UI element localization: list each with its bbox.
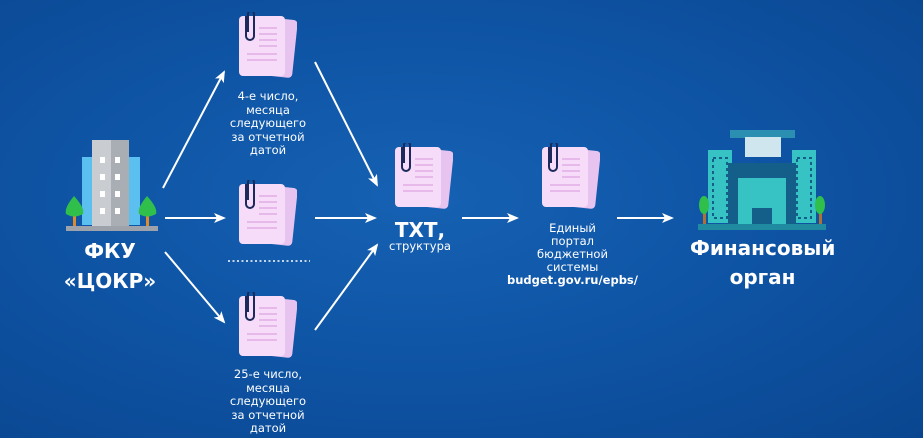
label-line: Единый bbox=[549, 221, 596, 235]
target-label-line2: орган bbox=[729, 265, 796, 289]
report-bottom-document-icon bbox=[238, 292, 297, 360]
label-line: датой bbox=[249, 421, 287, 435]
flow-arrows bbox=[162, 61, 674, 331]
label-line: за отчетной bbox=[231, 407, 305, 422]
source-label-line2: «ЦОКР» bbox=[63, 269, 157, 293]
report-top-label: 4-е число, месяца следующего за отчетной… bbox=[208, 89, 328, 158]
target-building-icon bbox=[698, 130, 826, 230]
txt-title: ТХТ, bbox=[394, 218, 446, 242]
target-label-line1: Финансовый bbox=[690, 236, 836, 260]
report-middle-document-icon bbox=[238, 180, 297, 248]
portal-document-icon bbox=[541, 143, 600, 211]
txt-document-icon bbox=[394, 143, 453, 211]
report-top-document-icon bbox=[238, 12, 297, 80]
source-label: ФКУ «ЦОКР» bbox=[50, 236, 170, 296]
report-bottom-label: 25-е число, месяца следующего за отчетно… bbox=[208, 367, 328, 436]
label-line: 4-е число, bbox=[237, 89, 299, 103]
label-line: бюджетной bbox=[537, 247, 608, 261]
label-line: за отчетной bbox=[231, 129, 305, 144]
arrow-top-to-txt bbox=[314, 61, 378, 187]
arrow-source-to-bottom bbox=[164, 251, 226, 324]
label-line: датой bbox=[249, 143, 287, 157]
label-line: следующего bbox=[229, 394, 307, 408]
label-line: месяца bbox=[246, 102, 290, 117]
source-label-line1: ФКУ bbox=[84, 239, 136, 263]
arrow-source-to-top bbox=[162, 70, 225, 189]
label-line: портал bbox=[551, 234, 594, 248]
label-line: следующего bbox=[229, 116, 307, 130]
arrow-bottom-to-txt bbox=[314, 243, 379, 331]
label-line: месяца bbox=[246, 380, 290, 395]
label-line: 25-е число, bbox=[233, 367, 303, 381]
portal-label: Единый портал бюджетной системы budget.g… bbox=[500, 222, 645, 287]
label-line: системы bbox=[546, 260, 599, 274]
txt-subtitle: структура bbox=[389, 239, 451, 253]
portal-url: budget.gov.ru/epbs/ bbox=[507, 273, 638, 287]
target-label: Финансовый орган bbox=[690, 234, 835, 292]
source-building-icon bbox=[65, 140, 158, 231]
